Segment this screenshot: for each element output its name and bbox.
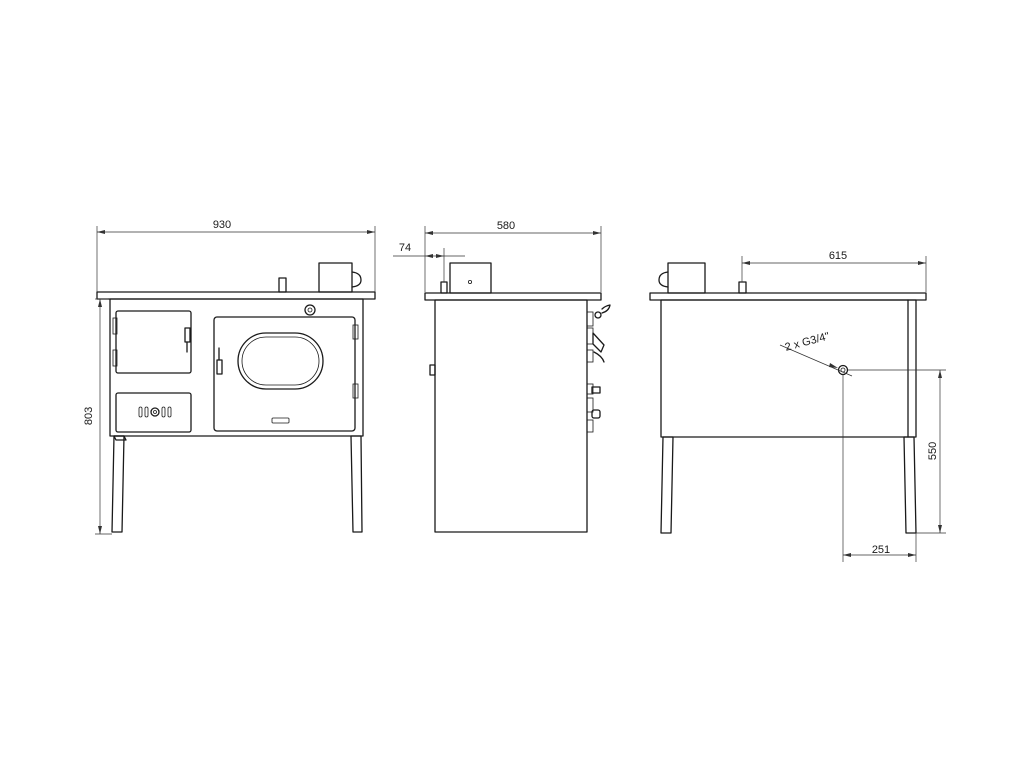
firebox-handle-icon (184, 327, 191, 343)
dim-side-depth: 580 (497, 220, 515, 232)
ash-drawer (115, 392, 192, 433)
front-box-handle (351, 271, 362, 288)
front-body (109, 298, 364, 437)
oven-window (237, 332, 324, 390)
connection-label: 2 x G3/4" (784, 330, 831, 353)
front-leg-left (111, 435, 125, 533)
side-view (424, 262, 611, 533)
thermometer-icon (304, 304, 316, 316)
firebox-door (115, 310, 192, 374)
dim-connection-height: 550 (927, 442, 939, 460)
rear-leg-right (903, 436, 917, 534)
rear-leg-left (660, 436, 674, 534)
dimension-labels: 930 580 74 615 251 803 550 2 x G3/4" (83, 219, 939, 556)
side-water-box (449, 262, 492, 294)
air-regulator-icon (150, 407, 160, 417)
front-stub (278, 277, 287, 293)
nameplate (271, 417, 290, 424)
dim-front-height: 803 (83, 407, 95, 425)
front-leg-right (350, 435, 363, 533)
dim-side-offset: 74 (399, 242, 411, 254)
rear-body (660, 299, 917, 438)
side-body (434, 299, 588, 533)
dim-rear-width: 615 (829, 250, 847, 262)
rear-water-box (667, 262, 706, 294)
dimension-lines (95, 226, 946, 562)
dim-connection-offset: 251 (872, 544, 890, 556)
oven-door (213, 316, 356, 432)
front-top-plate (96, 291, 376, 300)
rear-stub (738, 281, 747, 294)
dim-front-width: 930 (213, 219, 231, 231)
rear-top-plate (649, 292, 927, 301)
side-stub (440, 281, 448, 294)
rear-view (649, 262, 927, 534)
front-view (96, 262, 376, 533)
oven-handle-icon (216, 359, 223, 375)
side-top-plate (424, 292, 602, 301)
side-handle-icon (592, 332, 605, 353)
front-water-box (318, 262, 353, 293)
